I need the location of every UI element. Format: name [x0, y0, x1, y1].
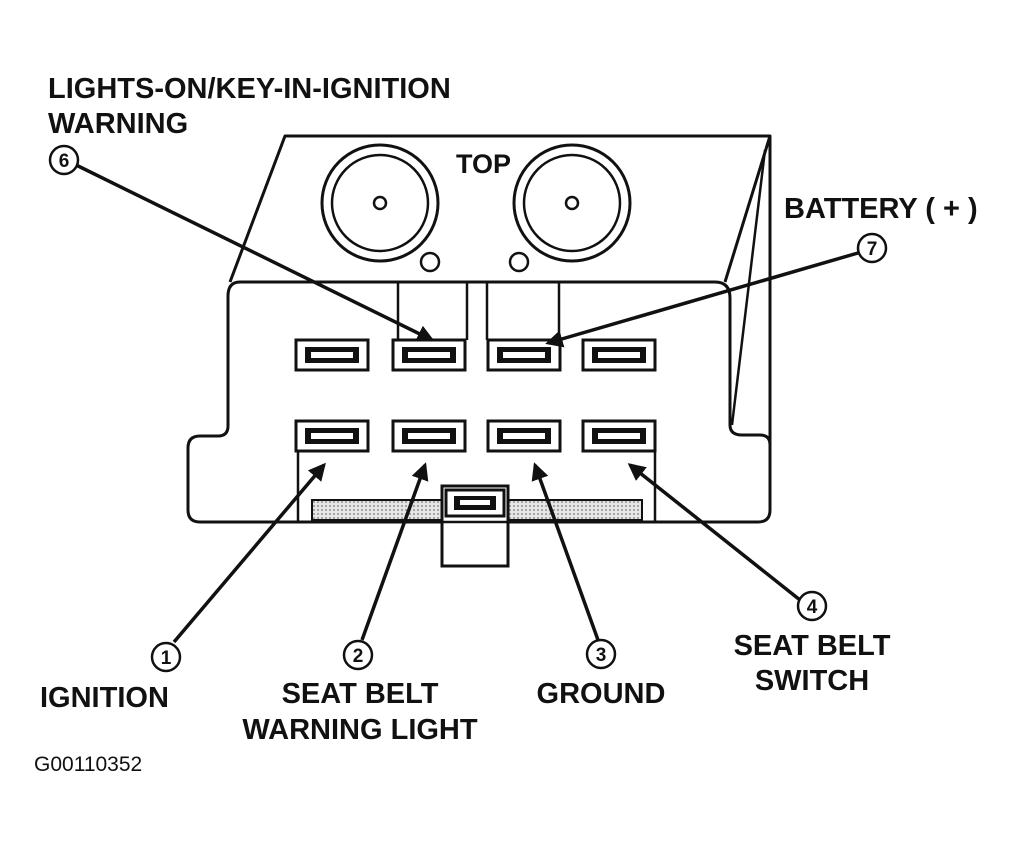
arrow-6 [69, 160, 435, 342]
top-label: TOP [456, 149, 511, 179]
terminal-slots [294, 338, 657, 518]
terminal-2-label-line1: SEAT BELT [282, 678, 439, 710]
callout-4-number: 4 [807, 597, 818, 618]
header-label-line2: WARNING [48, 108, 188, 140]
slot-top-3 [486, 338, 562, 372]
terminal-4-label-line2: SWITCH [755, 665, 869, 697]
slot-latch [444, 488, 506, 518]
callout-2: 2 [342, 639, 374, 671]
callout-6-number: 6 [59, 151, 70, 172]
callout-2-number: 2 [353, 646, 364, 667]
arrow-4 [627, 463, 802, 602]
arrow-3 [531, 462, 600, 641]
terminal-2-label-line2: WARNING LIGHT [242, 714, 477, 746]
leader-arrows [69, 160, 859, 644]
figure-reference: G00110352 [34, 753, 142, 776]
callout-7-number: 7 [867, 239, 878, 260]
callout-6: 6 [48, 144, 80, 176]
slot-bottom-1 [294, 419, 370, 453]
callout-1-number: 1 [161, 648, 172, 669]
terminal-3-label: GROUND [537, 678, 666, 710]
arrow-2 [360, 462, 429, 641]
slot-top-2 [391, 338, 467, 372]
terminal-1-label: IGNITION [40, 682, 169, 714]
slot-bottom-3 [486, 419, 562, 453]
slot-top-4 [581, 338, 657, 372]
header-label-line1: LIGHTS-ON/KEY-IN-IGNITION [48, 73, 451, 105]
arrow-7 [545, 251, 859, 348]
slot-bottom-4 [581, 419, 657, 453]
terminal-4-label-line1: SEAT BELT [734, 630, 891, 662]
slot-bottom-2 [391, 419, 467, 453]
callout-3-number: 3 [596, 645, 607, 666]
arrow-1 [172, 462, 326, 644]
callout-4: 4 [796, 590, 828, 622]
terminal-7-label: BATTERY ( + ) [784, 193, 978, 225]
slot-top-1 [294, 338, 370, 372]
callout-1: 1 [150, 641, 182, 673]
callout-7: 7 [856, 232, 888, 264]
top-bosses [320, 143, 632, 273]
callout-3: 3 [585, 638, 617, 670]
